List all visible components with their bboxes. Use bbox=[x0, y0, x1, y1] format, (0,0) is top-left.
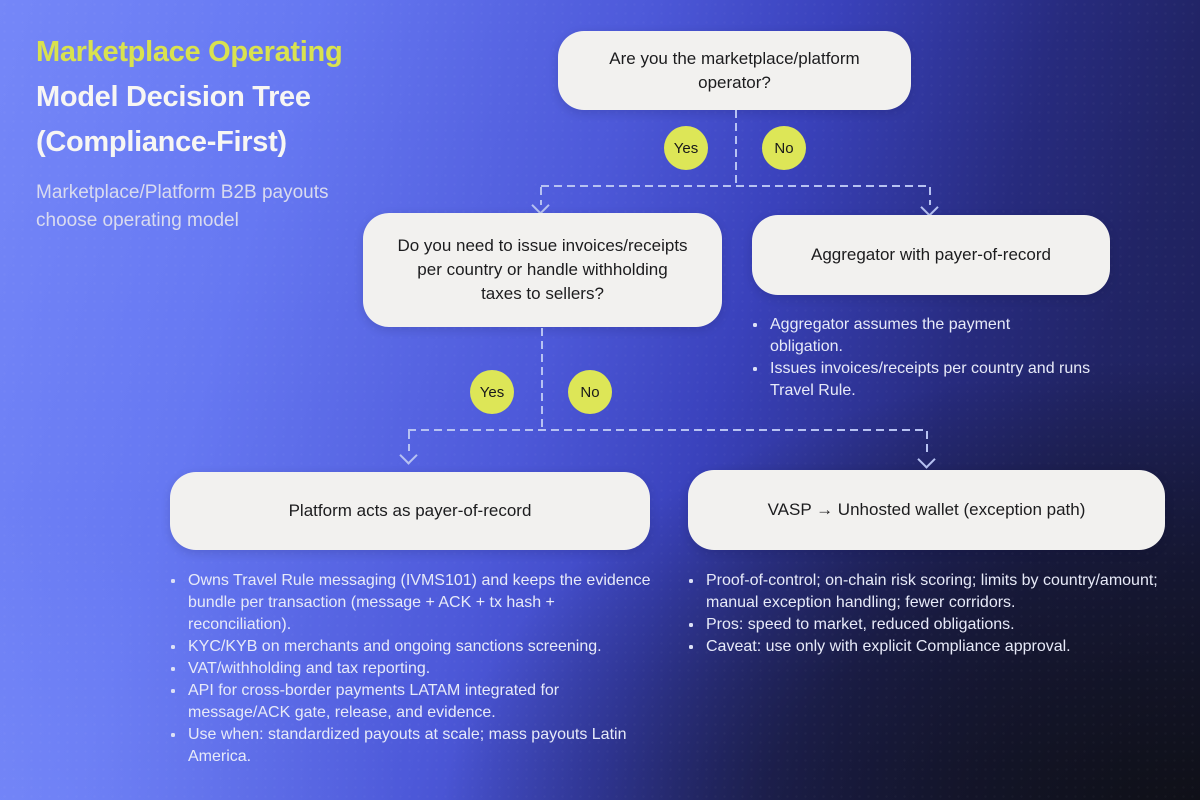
bullet-dot bbox=[689, 579, 693, 583]
page-title-line3: (Compliance-First) bbox=[36, 126, 287, 158]
bullet-dot bbox=[171, 579, 175, 583]
payer-of-record-bullet-list: Owns Travel Rule messaging (IVMS101) and… bbox=[170, 570, 654, 768]
bullet-text: Issues invoices/receipts per country and… bbox=[770, 360, 1091, 399]
badge-tax-no: No bbox=[568, 370, 612, 414]
page-title-line2: Model Decision Tree bbox=[36, 81, 311, 113]
badge-root-yes: Yes bbox=[664, 126, 708, 170]
node-payer-of-record-label: Platform acts as payer-of-record bbox=[288, 501, 532, 520]
bullet-text: Pros: speed to market, reduced obligatio… bbox=[706, 616, 1015, 633]
node-aggregator-label: Aggregator with payer-of-record bbox=[810, 245, 1051, 264]
connector-root-drop-right bbox=[929, 187, 931, 205]
vasp-bullet-list: Proof-of-control; on-chain risk scoring;… bbox=[688, 570, 1158, 658]
list-item: Owns Travel Rule messaging (IVMS101) and… bbox=[170, 570, 654, 636]
list-item: Use when: standardized payouts at scale;… bbox=[170, 724, 654, 768]
node-tax-question: Do you need to issue invoices/receipts p… bbox=[363, 213, 722, 327]
bullet-dot bbox=[689, 623, 693, 627]
list-item: Aggregator assumes the payment obligatio… bbox=[752, 314, 1100, 358]
bullet-text: Owns Travel Rule messaging (IVMS101) and… bbox=[188, 572, 651, 633]
bullet-text: VAT/withholding and tax reporting. bbox=[188, 660, 431, 677]
connector-root-stem bbox=[735, 110, 737, 186]
node-aggregator: Aggregator with payer-of-record bbox=[752, 215, 1110, 295]
node-vasp-unhosted: VASP → Unhosted wallet (exception path) bbox=[688, 470, 1165, 550]
list-item: Issues invoices/receipts per country and… bbox=[752, 358, 1100, 402]
bullet-dot bbox=[753, 323, 757, 327]
list-item: VAT/withholding and tax reporting. bbox=[170, 658, 654, 680]
arrow-down-icon bbox=[399, 446, 418, 465]
bullet-text: API for cross-border payments LATAM inte… bbox=[188, 682, 560, 721]
bullet-text: KYC/KYB on merchants and ongoing sanctio… bbox=[188, 638, 602, 655]
list-item: KYC/KYB on merchants and ongoing sanctio… bbox=[170, 636, 654, 658]
node-root-question-label: Are you the marketplace/platform operato… bbox=[609, 48, 860, 92]
page-subtitle-line2: choose operating model bbox=[36, 210, 239, 231]
node-root-question: Are you the marketplace/platform operato… bbox=[558, 31, 911, 110]
bullet-text: Caveat: use only with explicit Complianc… bbox=[706, 638, 1071, 655]
list-item: Caveat: use only with explicit Complianc… bbox=[688, 636, 1158, 658]
badge-tax-yes: Yes bbox=[470, 370, 514, 414]
bullet-dot bbox=[171, 667, 175, 671]
connector-root-drop-left bbox=[540, 187, 542, 205]
bullet-dot bbox=[171, 645, 175, 649]
connector-root-split bbox=[541, 185, 931, 187]
arrow-down-icon bbox=[531, 196, 550, 215]
bullet-dot bbox=[753, 367, 757, 371]
node-payer-of-record: Platform acts as payer-of-record bbox=[170, 472, 650, 550]
connector-tax-split bbox=[408, 429, 928, 431]
list-item: API for cross-border payments LATAM inte… bbox=[170, 680, 654, 724]
aggregator-bullet-list: Aggregator assumes the payment obligatio… bbox=[752, 314, 1100, 402]
bullet-text: Proof-of-control; on-chain risk scoring;… bbox=[706, 572, 1158, 611]
node-tax-question-label: Do you need to issue invoices/receipts p… bbox=[397, 236, 688, 303]
bullet-dot bbox=[171, 733, 175, 737]
arrow-down-icon bbox=[920, 198, 939, 217]
badge-root-no: No bbox=[762, 126, 806, 170]
connector-tax-drop-right bbox=[926, 431, 928, 453]
bullet-text: Aggregator assumes the payment obligatio… bbox=[770, 316, 1011, 355]
list-item: Proof-of-control; on-chain risk scoring;… bbox=[688, 570, 1158, 614]
page-title: Marketplace Operating Model Decision Tre… bbox=[36, 30, 343, 165]
bullet-dot bbox=[171, 689, 175, 693]
page-subtitle: Marketplace/Platform B2B payouts choose … bbox=[36, 179, 342, 235]
bullet-dot bbox=[689, 645, 693, 649]
page-subtitle-line1: Marketplace/Platform B2B payouts bbox=[36, 182, 329, 203]
title-block: Marketplace Operating Model Decision Tre… bbox=[36, 30, 343, 235]
arrow-down-icon bbox=[917, 450, 936, 469]
page-title-line1: Marketplace Operating bbox=[36, 36, 343, 68]
bullet-text: Use when: standardized payouts at scale;… bbox=[188, 726, 627, 765]
connector-tax-stem bbox=[541, 328, 543, 429]
list-item: Pros: speed to market, reduced obligatio… bbox=[688, 614, 1158, 636]
node-vasp-unhosted-label: VASP → Unhosted wallet (exception path) bbox=[767, 500, 1086, 519]
connector-tax-drop-left bbox=[408, 431, 410, 451]
